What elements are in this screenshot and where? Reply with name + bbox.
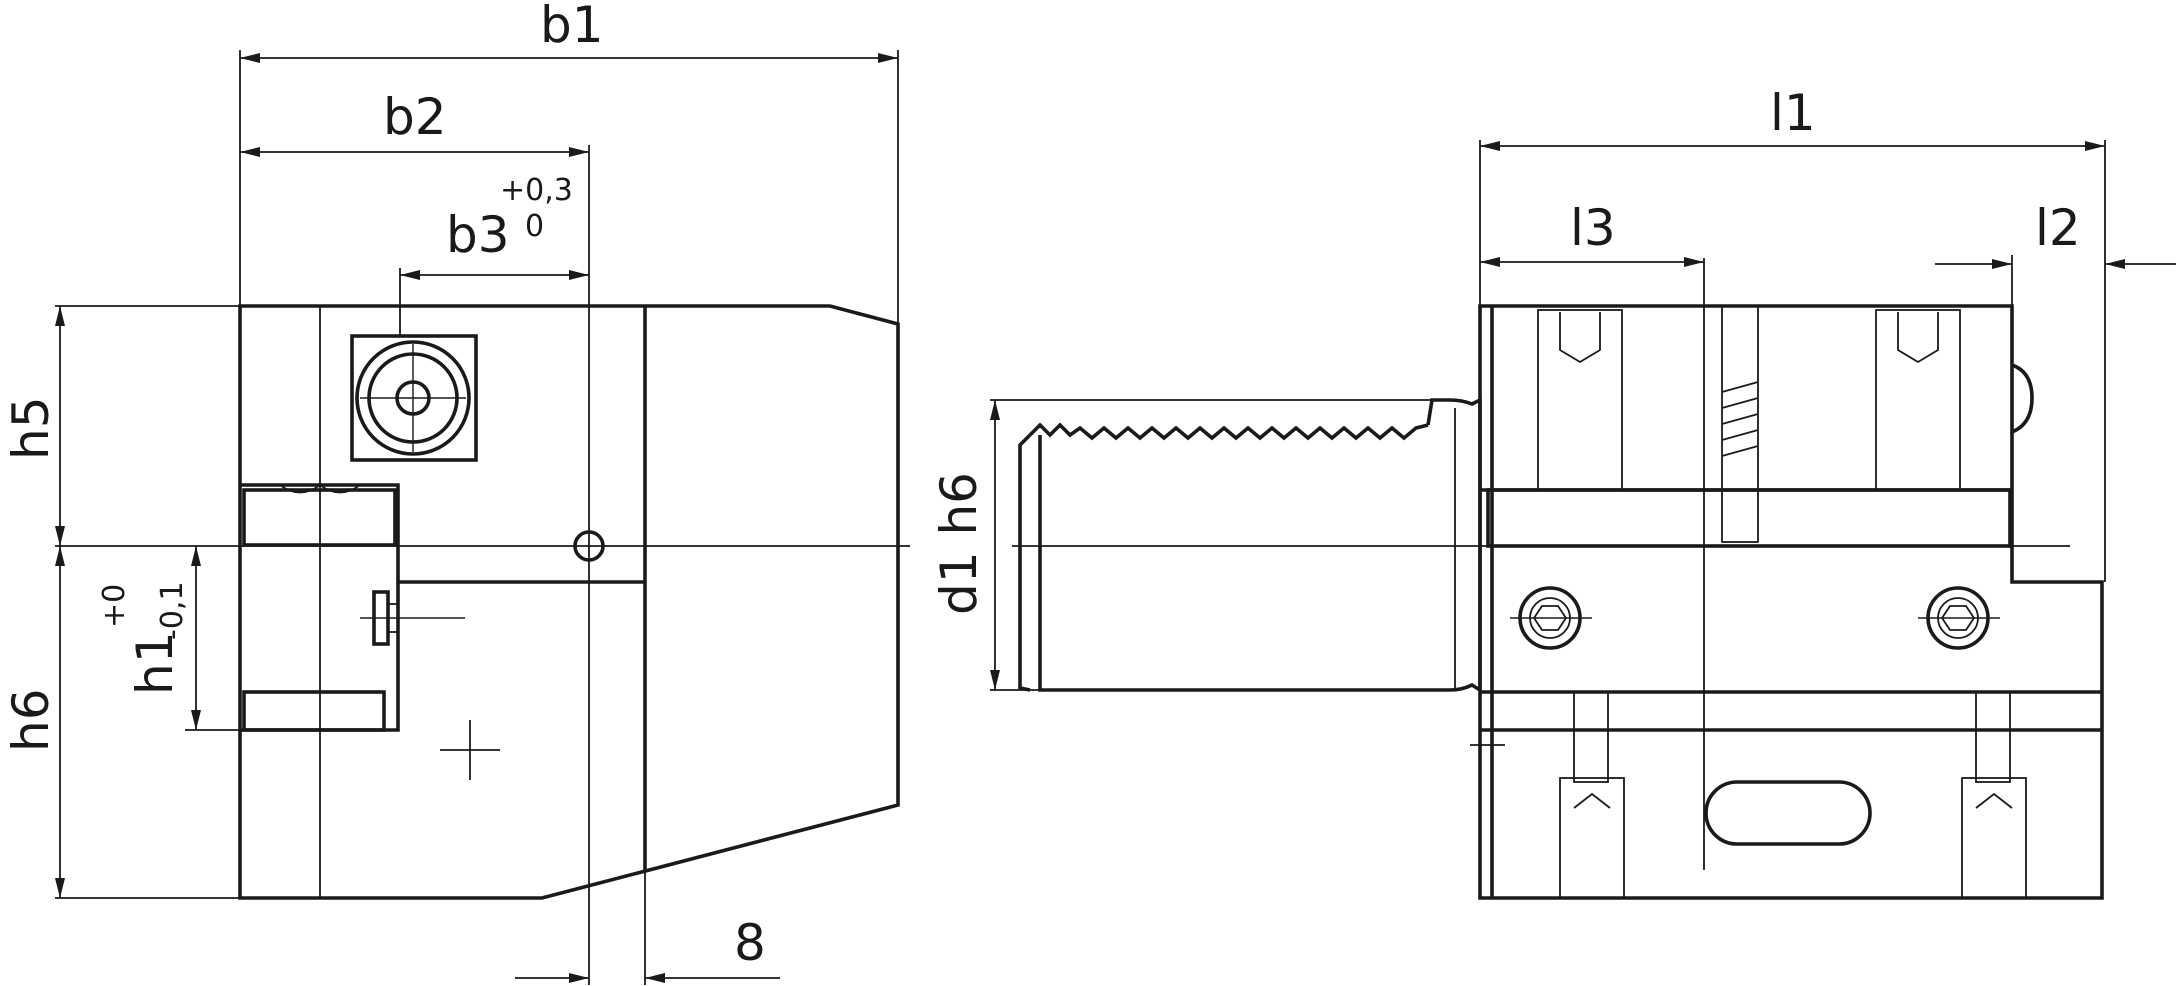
end-view-outline: [238, 304, 900, 900]
shank-serration-icon: [1028, 422, 1429, 441]
bottom-screw-left-head: [1559, 777, 1625, 899]
bottom-screw-right-socket-icon: [1975, 792, 2013, 809]
shank-chamfer: [1018, 433, 1032, 692]
top-screw-right: [1875, 309, 1961, 491]
label-h1-tol-upper: +0: [97, 584, 132, 628]
bottom-screw-right-head: [1961, 777, 2027, 899]
coolant-plug: [2011, 363, 2034, 434]
label-h1: h1: [126, 631, 184, 695]
label-b3-tol-lower: 0: [525, 209, 544, 244]
end-view-dimensions: [55, 50, 899, 983]
side-view-dimensions: [990, 140, 2176, 691]
lower-guide-slot: [242, 690, 386, 732]
label-h5: h5: [2, 396, 60, 460]
thread-relief: [279, 484, 361, 494]
coolant-fitting-body: [350, 334, 478, 462]
coolant-fitting-outer-icon: [355, 340, 471, 456]
label-h6: h6: [2, 688, 60, 752]
label-d1: d1 h6: [930, 472, 988, 615]
oblong-slot-icon: [1704, 780, 1872, 846]
label-b2: b2: [383, 88, 447, 146]
label-offset-8: 8: [734, 914, 766, 972]
end-view: [55, 145, 910, 985]
side-view: [1012, 258, 2104, 900]
upper-clamp-bar: [1486, 488, 2012, 548]
label-l2: l2: [2035, 199, 2081, 257]
label-b1: b1: [540, 0, 604, 54]
top-screw-left: [1537, 309, 1623, 491]
center-pin-thread-icon: [1721, 381, 1759, 457]
top-screw-left-socket-icon: [1559, 312, 1601, 364]
label-l3: l3: [1570, 199, 1616, 257]
center-threaded-pin: [1721, 305, 1759, 543]
label-h1-tol-lower: -0,1: [155, 581, 190, 640]
top-screw-right-socket-icon: [1897, 312, 1939, 364]
shank-outline: [1038, 397, 1482, 694]
label-b3: b3: [446, 206, 510, 264]
bottom-screw-left-shank: [1573, 691, 1609, 783]
label-l1: l1: [1770, 84, 1816, 142]
bottom-screw-left-socket-icon: [1573, 792, 1611, 809]
bottom-screw-right-shank: [1975, 691, 2011, 783]
label-b3-tol-upper: +0,3: [500, 173, 573, 208]
